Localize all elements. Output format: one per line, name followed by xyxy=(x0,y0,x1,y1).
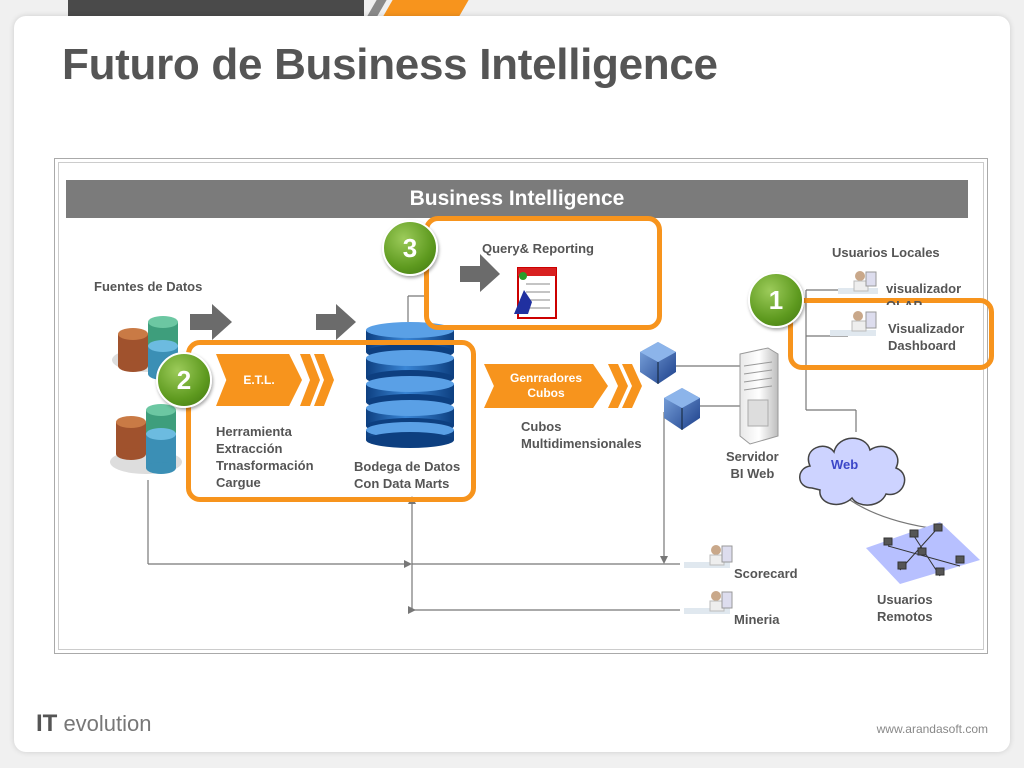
footer-logo-it: IT xyxy=(36,710,58,737)
label-query: Query& Reporting xyxy=(482,241,594,256)
cube-icon-2 xyxy=(664,388,700,430)
line-web-remote xyxy=(849,499,931,529)
footer-url: www.arandasoft.com xyxy=(876,722,988,736)
data-warehouse-stack xyxy=(366,322,454,448)
badge-2: 2 xyxy=(156,352,212,408)
footer-logo: IT evolution xyxy=(36,710,152,738)
report-icon xyxy=(514,267,557,319)
remote-network xyxy=(866,522,980,584)
etl-box: E.T.L. xyxy=(216,354,302,406)
label-servidor-line-2: BI Web xyxy=(730,466,775,481)
label-usuarios-locales: Usuarios Locales xyxy=(832,245,940,260)
label-herramienta-line-2: Extracción xyxy=(216,441,283,456)
slide-title: Futuro de Business Intelligence xyxy=(62,40,718,89)
diagram-frame-inner xyxy=(58,162,984,650)
label-bodega-line-1: Bodega de Datos xyxy=(354,459,461,474)
label-visualizador-dashboard-line-1: Visualizador xyxy=(888,321,965,336)
highlight-visualizers xyxy=(788,298,994,370)
top-bar-dark xyxy=(68,0,364,16)
cube-icon-1 xyxy=(640,342,676,384)
label-herramienta-line-4: Cargue xyxy=(216,475,261,490)
genrradores-line-1: Genrradores xyxy=(509,371,583,385)
label-servidor: Servidor BI Web xyxy=(726,448,779,482)
label-visualizador-olap: visualizadorOLAP xyxy=(886,280,961,314)
label-fuentes: Fuentes de Datos xyxy=(94,279,203,294)
label-mineria: Mineria xyxy=(734,612,780,627)
arrow-sources-etl xyxy=(190,304,232,340)
label-servidor-line-1: Servidor xyxy=(726,449,779,464)
user-icon-olap xyxy=(838,271,878,294)
label-scorecard: Scorecard xyxy=(734,566,798,581)
label-cubos-line-1: Cubos xyxy=(521,419,562,434)
user-icon-scorecard xyxy=(684,545,733,568)
label-usuarios-remotos-line-1: Usuarios xyxy=(877,592,933,607)
highlight-query xyxy=(424,216,662,330)
bi-header: Business Intelligence xyxy=(66,180,968,218)
label-bodega-line-2: Con Data Marts xyxy=(354,476,450,491)
label-visualizador-olap-line-1: visualizador xyxy=(886,281,962,296)
data-source-group-2 xyxy=(110,404,182,474)
label-herramienta-line-1: Herramienta xyxy=(216,424,292,439)
web-cloud xyxy=(799,437,906,506)
arrow-to-query xyxy=(460,254,500,292)
user-icon-mineria xyxy=(684,591,733,614)
label-usuarios-remotos-line-2: Remotos xyxy=(877,609,933,624)
label-visualizador-dashboard-line-2: Dashboard xyxy=(888,338,956,353)
genrradores-line-2: Cubos xyxy=(527,386,565,400)
badge-1: 1 xyxy=(748,272,804,328)
label-web: Web xyxy=(831,457,859,472)
footer-logo-rest: evolution xyxy=(57,711,152,736)
label-cubos-line-2: Multidimensionales xyxy=(521,436,642,451)
server-icon xyxy=(739,347,779,445)
label-visualizador-olap-line-2: OLAP xyxy=(886,297,922,305)
label-herramienta: Herramienta Extracción Trnasformación Ca… xyxy=(216,423,314,491)
label-herramienta-line-3: Trnasformación xyxy=(216,458,314,473)
highlight-etl xyxy=(186,340,476,502)
badge-3: 3 xyxy=(382,220,438,276)
arrow-etl-bodega xyxy=(316,304,356,340)
user-icon-dashboard xyxy=(830,311,877,336)
